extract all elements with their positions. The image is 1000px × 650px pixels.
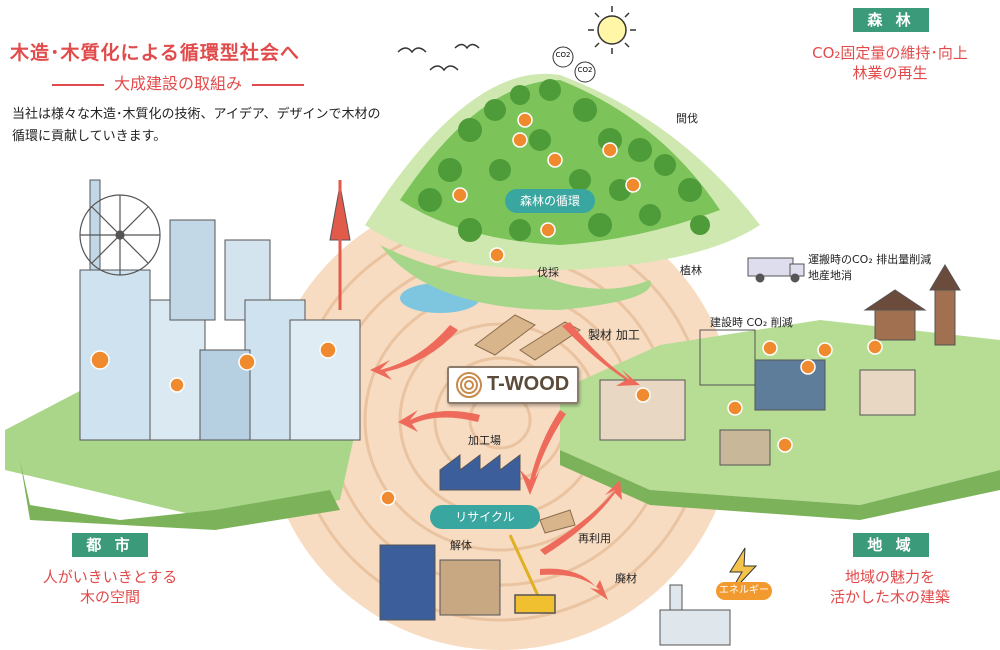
region-tag-local: 地 域 xyxy=(853,533,929,557)
region-forest-line1: CO₂固定量の維持･向上 xyxy=(812,44,968,62)
bird-icon xyxy=(397,43,480,72)
label-transport-co2: 運搬時のCO₂ 排出量削減 xyxy=(808,253,932,266)
region-city-line2: 木の空間 xyxy=(79,588,140,606)
co2-label-b: CO2 xyxy=(577,66,593,74)
twood-text: T-WOOD xyxy=(487,373,570,395)
twood-logo: T-WOOD xyxy=(447,366,579,404)
label-thinning: 間伐 xyxy=(676,112,698,125)
page-subtitle: 大成建設の取組み xyxy=(18,70,338,94)
region-forest-line2: 林業の再生 xyxy=(852,64,928,82)
tree-icon xyxy=(418,79,710,242)
label-construction-co2: 建設時 CO₂ 削減 xyxy=(710,316,793,329)
label-local-production: 地産地消 xyxy=(808,269,852,282)
label-demolition: 解体 xyxy=(450,539,472,552)
label-factory: 加工場 xyxy=(468,434,501,447)
twood-rings-icon xyxy=(456,372,482,398)
factory-icon xyxy=(439,454,521,491)
region-tag-city: 都 市 xyxy=(72,533,148,557)
label-waste-wood: 廃材 xyxy=(615,572,637,585)
region-local-line1: 地域の魅力を xyxy=(844,568,935,586)
label-recycle: リサイクル xyxy=(430,505,540,529)
carbon-badge-icon xyxy=(90,112,883,506)
region-tag-forest: 森 林 xyxy=(853,8,929,32)
power-plant-icon xyxy=(659,584,731,646)
co2-label-a: CO2 xyxy=(555,51,571,59)
label-planting: 植林 xyxy=(680,264,702,277)
local-island xyxy=(560,320,1000,520)
label-lumber-processing: 製材 加工 xyxy=(588,328,640,342)
truck-icon xyxy=(747,257,805,283)
crane-icon xyxy=(508,534,556,614)
co2-bubble xyxy=(552,46,596,83)
sun-icon xyxy=(588,6,636,54)
ferris-wheel-icon xyxy=(79,194,161,276)
flow-arrows xyxy=(370,322,640,600)
label-energy: エネルギー xyxy=(716,582,772,600)
page-description: 当社は様々な木造･木質化の技術、アイデア、デザインで木材の循環に貢献していきます… xyxy=(12,107,381,144)
region-city-line1: 人がいきいきとする xyxy=(42,568,178,586)
page-title: 木造･木質化による循環型社会へ xyxy=(10,42,300,64)
region-local-line2: 活かした木の建築 xyxy=(829,588,950,606)
demolition-building xyxy=(379,544,501,621)
label-forest-cycle: 森林の循環 xyxy=(505,189,595,213)
label-reuse: 再利用 xyxy=(578,532,611,545)
label-logging: 伐採 xyxy=(537,266,559,279)
local-buildings xyxy=(599,264,961,466)
lumber-stack xyxy=(474,314,581,534)
